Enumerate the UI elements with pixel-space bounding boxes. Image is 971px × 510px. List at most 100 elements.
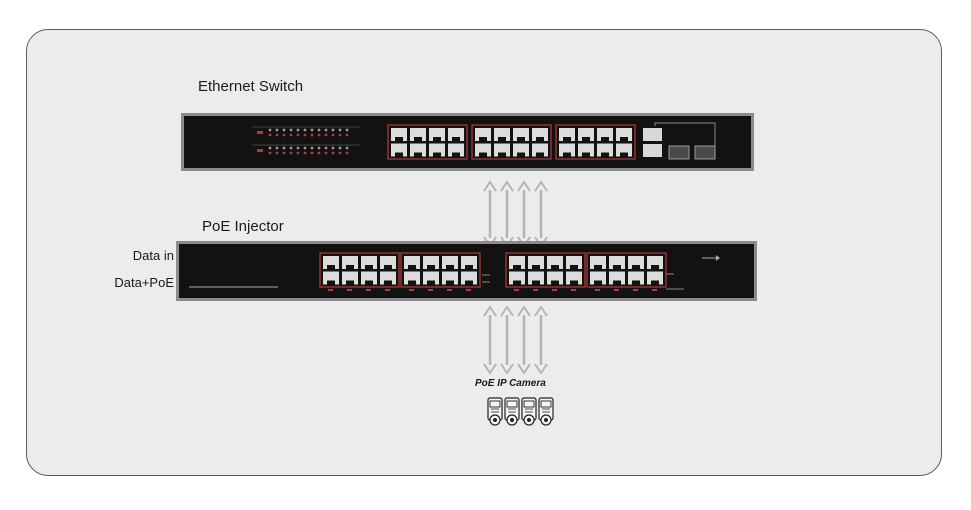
- activity-led: [324, 133, 328, 137]
- switch-link-arrow-4: [534, 180, 548, 248]
- port-led: [447, 289, 452, 291]
- switch-port-groups: [387, 124, 636, 160]
- status-led: [317, 128, 321, 132]
- power-led: [257, 131, 263, 134]
- port-led: [552, 289, 557, 291]
- activity-led: [296, 151, 300, 155]
- injector-camera-links: [483, 305, 548, 375]
- activity-led: [289, 133, 293, 137]
- status-led: [331, 146, 335, 150]
- activity-led: [275, 133, 279, 137]
- status-led: [303, 146, 307, 150]
- status-led: [282, 128, 286, 132]
- switch-link-arrow-2: [500, 180, 514, 248]
- injector-port-group-3: [505, 252, 586, 291]
- activity-led: [289, 151, 293, 155]
- status-led: [310, 146, 314, 150]
- poe-injector: [176, 241, 757, 301]
- camera-link-arrow-4: [534, 305, 548, 375]
- port-led: [652, 289, 657, 291]
- activity-led: [303, 151, 307, 155]
- port-led: [595, 289, 600, 291]
- switch-uplink-ports: [643, 122, 716, 160]
- port-led: [328, 289, 333, 291]
- status-led: [268, 146, 272, 150]
- activity-led: [345, 133, 349, 137]
- status-led: [331, 128, 335, 132]
- activity-led: [345, 151, 349, 155]
- data-poe-label: Data+PoE: [114, 275, 174, 290]
- injector-port-group-4: [586, 252, 667, 291]
- status-led: [317, 146, 321, 150]
- activity-led: [268, 151, 272, 155]
- port-led: [347, 289, 352, 291]
- status-led: [289, 128, 293, 132]
- status-led: [345, 128, 349, 132]
- status-led: [324, 128, 328, 132]
- switch-led-panel: [252, 126, 360, 155]
- activity-led: [275, 151, 279, 155]
- status-led: [275, 128, 279, 132]
- activity-led: [296, 133, 300, 137]
- activity-led: [310, 151, 314, 155]
- status-led: [282, 146, 286, 150]
- injector-port-groups: [319, 252, 667, 291]
- status-led: [296, 128, 300, 132]
- status-led: [289, 146, 293, 150]
- activity-led: [268, 133, 272, 137]
- status-led: [275, 146, 279, 150]
- camera-link-arrow-2: [500, 305, 514, 375]
- poe-injector-title: PoE Injector: [202, 218, 284, 235]
- activity-led: [317, 133, 321, 137]
- switch-link-arrow-1: [483, 180, 497, 248]
- injector-port-group-1: [319, 252, 400, 291]
- ip-camera-icon: [521, 397, 537, 426]
- port-led: [614, 289, 619, 291]
- poe-ip-camera-label: PoE IP Camera: [475, 378, 546, 389]
- status-led: [338, 128, 342, 132]
- ip-camera-icon: [538, 397, 554, 426]
- power-led: [257, 149, 263, 152]
- status-led: [338, 146, 342, 150]
- camera-link-arrow-1: [483, 305, 497, 375]
- activity-led: [331, 133, 335, 137]
- status-led: [268, 128, 272, 132]
- activity-led: [338, 133, 342, 137]
- ip-camera-icon: [487, 397, 503, 426]
- injector-port-group-2: [400, 252, 481, 291]
- ethernet-switch: [181, 113, 754, 171]
- ip-camera-icon: [504, 397, 520, 426]
- status-led: [345, 146, 349, 150]
- activity-led: [282, 151, 286, 155]
- port-led: [366, 289, 371, 291]
- camera-link-arrow-3: [517, 305, 531, 375]
- status-led: [324, 146, 328, 150]
- activity-led: [282, 133, 286, 137]
- switch-port-group-2: [471, 124, 552, 160]
- activity-led: [338, 151, 342, 155]
- port-led: [571, 289, 576, 291]
- switch-link-arrow-3: [517, 180, 531, 248]
- switch-injector-links: [483, 180, 548, 248]
- switch-port-group-3: [555, 124, 636, 160]
- ethernet-switch-title: Ethernet Switch: [198, 78, 304, 95]
- port-led: [385, 289, 390, 291]
- status-led: [310, 128, 314, 132]
- activity-led: [310, 133, 314, 137]
- poe-ip-cameras: [487, 397, 554, 426]
- activity-led: [303, 133, 307, 137]
- activity-led: [324, 151, 328, 155]
- port-led: [466, 289, 471, 291]
- injector-detail-marks: [482, 255, 720, 290]
- status-led: [303, 128, 307, 132]
- status-led: [296, 146, 300, 150]
- port-led: [409, 289, 414, 291]
- port-led: [633, 289, 638, 291]
- activity-led: [331, 151, 335, 155]
- switch-port-group-1: [387, 124, 468, 160]
- port-led: [533, 289, 538, 291]
- port-led: [428, 289, 433, 291]
- activity-led: [317, 151, 321, 155]
- data-in-label: Data in: [132, 248, 174, 263]
